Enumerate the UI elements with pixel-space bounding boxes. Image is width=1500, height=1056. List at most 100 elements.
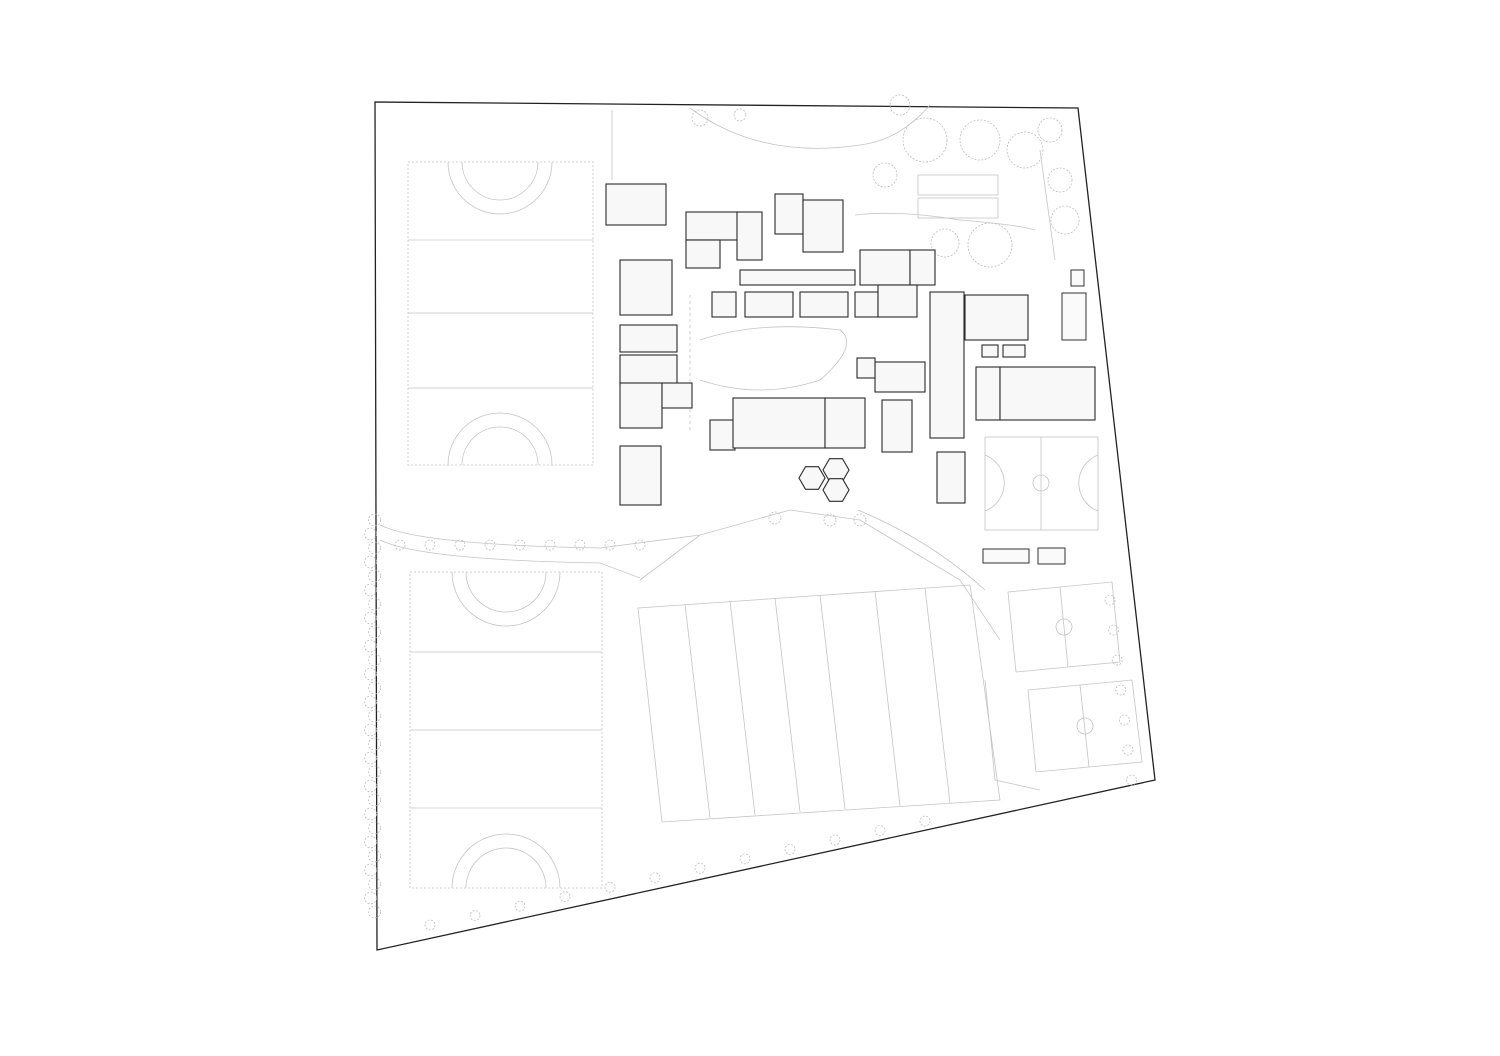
tree-icon: [364, 667, 377, 681]
shelter: [982, 548, 1030, 564]
building: [619, 259, 673, 316]
building: [909, 249, 936, 286]
tree-icon: [739, 853, 751, 865]
building: [744, 291, 794, 318]
tree-icon: [368, 737, 381, 751]
tree-icon: [368, 681, 381, 695]
building: [685, 211, 739, 241]
tree-icon: [364, 527, 377, 541]
building: [619, 354, 678, 386]
tree-icon: [368, 597, 381, 611]
tree-icon: [853, 513, 867, 527]
building: [854, 291, 879, 318]
tree-icon: [967, 222, 1013, 268]
tree-icon: [364, 695, 377, 709]
building: [1002, 344, 1026, 358]
tree-icon: [872, 162, 898, 188]
basketball-court-east-1: [1007, 581, 1121, 673]
building: [711, 291, 737, 318]
building: [802, 199, 844, 253]
tree-icon: [694, 862, 706, 874]
tree-icon: [368, 905, 381, 919]
building: [619, 324, 678, 353]
tree-icon: [574, 539, 586, 551]
netball-courts-north: [407, 161, 594, 466]
netball-courts-south: [409, 571, 603, 889]
tree-icon: [469, 910, 481, 921]
tree-icon: [559, 891, 571, 903]
building: [874, 361, 926, 393]
building: [859, 249, 911, 286]
tree-icon: [1108, 624, 1119, 636]
tree-icon: [368, 793, 381, 807]
car-park: [917, 149, 1056, 261]
building: [964, 294, 1029, 341]
building: [774, 193, 804, 235]
tree-icon: [368, 849, 381, 863]
tree-icon: [364, 779, 377, 793]
tree-icon: [604, 539, 616, 551]
tree-icon: [514, 539, 526, 551]
tree-icon: [514, 900, 526, 912]
building: [605, 183, 667, 226]
tree-icon: [424, 539, 436, 551]
tree-icon: [368, 821, 381, 835]
building: [824, 397, 866, 449]
tree-icon: [364, 863, 377, 877]
tree-icon: [364, 751, 377, 765]
building: [799, 291, 849, 318]
tree-icon: [691, 109, 709, 127]
shelter: [1037, 547, 1066, 565]
tree-icon: [959, 119, 1001, 161]
building: [929, 291, 965, 439]
tree-icon: [1006, 131, 1044, 169]
tree-icon: [368, 541, 381, 555]
hexagonal-building: [822, 458, 850, 482]
basketball-court-north: [984, 436, 1099, 531]
building: [709, 419, 736, 451]
tree-icon: [368, 513, 381, 527]
tree-icon: [1126, 774, 1137, 786]
tree-icon: [889, 94, 911, 116]
tree-icon: [874, 825, 886, 836]
building: [685, 239, 721, 269]
tree-icon: [368, 877, 381, 891]
tree-icon: [368, 653, 381, 667]
tree-icon: [902, 117, 948, 163]
tree-icon: [634, 539, 646, 551]
tree-icon: [484, 539, 496, 551]
building: [856, 357, 876, 379]
tree-icon: [1122, 744, 1134, 756]
hexagonal-building: [822, 478, 850, 502]
tree-icon: [1115, 684, 1127, 696]
tree-icon: [424, 919, 436, 931]
tree-icon: [364, 723, 377, 737]
shed: [1061, 292, 1087, 341]
tree-icon: [930, 228, 960, 258]
building: [999, 366, 1096, 421]
tree-icon: [368, 709, 381, 723]
building: [936, 451, 966, 504]
tree-icon: [1047, 167, 1073, 193]
building: [975, 366, 1001, 421]
tree-icon: [368, 625, 381, 639]
tree-icon: [368, 765, 381, 779]
tree-icon: [829, 834, 841, 846]
tree-icon: [364, 835, 377, 849]
building: [661, 382, 693, 409]
tree-icon: [1037, 117, 1063, 143]
tree-icon: [364, 807, 377, 821]
hexagonal-building: [798, 466, 826, 490]
tree-icon: [784, 844, 796, 855]
tree-icon: [1050, 205, 1080, 235]
tree-icon: [919, 815, 931, 827]
playing-field: [637, 584, 1001, 823]
building: [981, 344, 999, 358]
building: [619, 445, 662, 506]
building: [619, 382, 663, 429]
tree-icon: [454, 539, 466, 551]
tree-icon: [364, 639, 377, 653]
site-boundary: [374, 101, 1156, 951]
trees: [364, 94, 1137, 931]
